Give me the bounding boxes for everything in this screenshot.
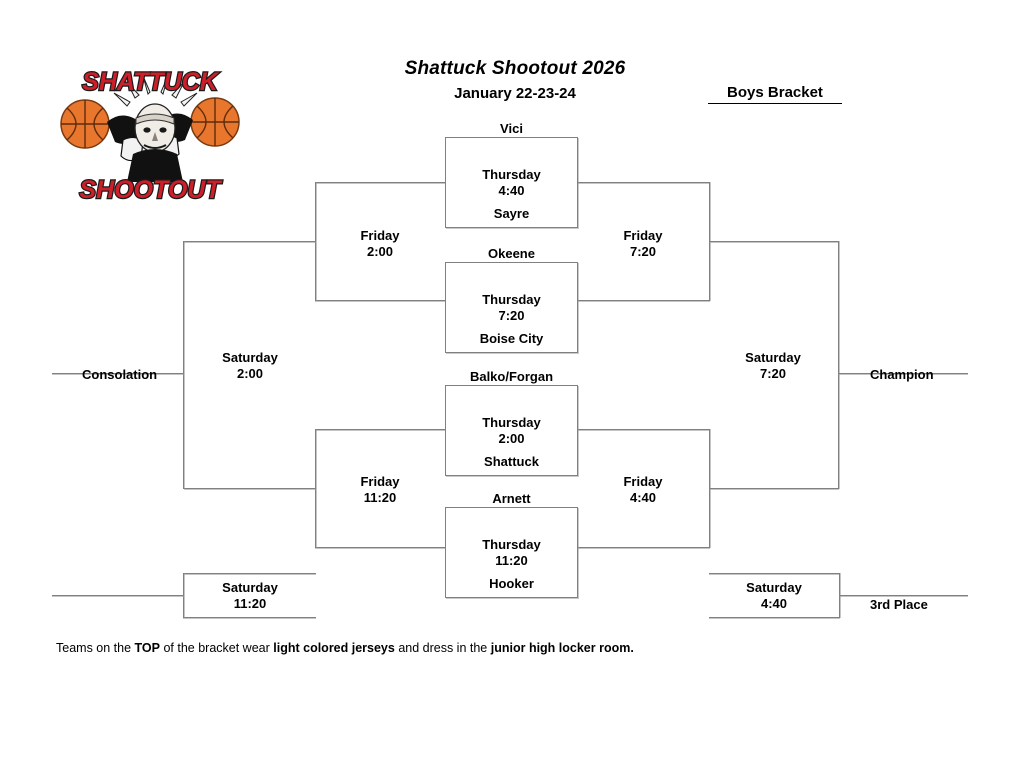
shattuck-shootout-logo: SHATTUCK SHOOTOUT bbox=[55, 62, 245, 207]
jersey-instructions: Teams on the TOP of the bracket wear lig… bbox=[56, 640, 634, 656]
logo-top-word: SHATTUCK bbox=[82, 68, 220, 96]
title-block: Shattuck Shootout 2026 January 22-23-24 bbox=[300, 58, 730, 103]
game-day: Friday bbox=[360, 228, 400, 243]
game-day: Friday bbox=[360, 474, 400, 489]
team-name-top: Vici bbox=[500, 121, 523, 136]
semifinal-label[interactable]: Friday 4:40 bbox=[598, 474, 688, 507]
bracket-line bbox=[578, 300, 710, 301]
game-schedule: Thursday 2:00 bbox=[446, 414, 577, 447]
game-time: 2:00 bbox=[498, 430, 525, 446]
page-title: Shattuck Shootout 2026 bbox=[404, 58, 626, 79]
bracket-line bbox=[184, 241, 316, 242]
championship-label[interactable]: Saturday 7:20 bbox=[728, 350, 818, 383]
bracket-line bbox=[52, 595, 184, 596]
bracket-line bbox=[183, 241, 184, 489]
team-name-bottom: Shattuck bbox=[484, 454, 539, 469]
game-day: Friday bbox=[623, 474, 663, 489]
bracket-division-label: Boys Bracket bbox=[708, 84, 842, 104]
third-place-label[interactable]: Saturday 4:40 bbox=[729, 580, 819, 613]
footer-bold-jerseys: light colored jerseys bbox=[273, 641, 395, 655]
game-day: Saturday bbox=[222, 350, 278, 365]
game-time: 4:40 bbox=[498, 182, 525, 198]
footer-text-part1: Teams on the bbox=[56, 641, 135, 655]
bracket-line bbox=[315, 547, 446, 548]
bracket-line bbox=[315, 429, 446, 430]
bracket-line bbox=[183, 617, 316, 618]
footer-text-part2: of the bracket wear bbox=[160, 641, 274, 655]
game-day: Thursday bbox=[482, 166, 541, 182]
game-time: 4:40 bbox=[629, 490, 657, 506]
game-day: Saturday bbox=[222, 580, 278, 595]
team-name-top: Okeene bbox=[488, 246, 535, 261]
semifinal-label[interactable]: Friday 11:20 bbox=[335, 474, 425, 507]
consolation-final-label[interactable]: Saturday 2:00 bbox=[205, 350, 295, 383]
game-day: Thursday bbox=[482, 414, 541, 430]
bracket-line bbox=[709, 241, 839, 242]
game-time: 7:20 bbox=[629, 244, 657, 260]
consolation-seventh-label[interactable]: Saturday 11:20 bbox=[205, 580, 295, 613]
footer-bold-top: TOP bbox=[134, 641, 160, 655]
bracket-line bbox=[315, 182, 446, 183]
third-place-outcome-label: 3rd Place bbox=[870, 597, 928, 612]
team-name-top: Balko/Forgan bbox=[469, 369, 554, 384]
game-box[interactable]: Okeene Thursday 7:20 Boise City bbox=[445, 246, 578, 353]
game-time: 2:00 bbox=[366, 244, 394, 260]
team-name-bottom: Hooker bbox=[489, 576, 534, 591]
game-schedule: Thursday 7:20 bbox=[446, 291, 577, 324]
game-box[interactable]: Vici Thursday 4:40 Sayre bbox=[445, 121, 578, 228]
game-time: 11:20 bbox=[495, 552, 528, 568]
game-box[interactable]: Arnett Thursday 11:20 Hooker bbox=[445, 491, 578, 598]
consolation-outcome-label: Consolation bbox=[82, 367, 158, 382]
team-name-bottom: Sayre bbox=[493, 206, 530, 221]
bracket-line bbox=[578, 182, 710, 183]
semifinal-label[interactable]: Friday 2:00 bbox=[335, 228, 425, 261]
bracket-line bbox=[839, 595, 968, 596]
semifinal-label[interactable]: Friday 7:20 bbox=[598, 228, 688, 261]
tournament-dates: January 22-23-24 bbox=[454, 84, 576, 102]
game-day: Thursday bbox=[482, 536, 541, 552]
logo-bottom-word: SHOOTOUT bbox=[79, 176, 223, 204]
game-time: 7:20 bbox=[759, 366, 787, 382]
game-time: 11:20 bbox=[363, 490, 397, 506]
game-time: 7:20 bbox=[498, 307, 525, 323]
bracket-line bbox=[709, 488, 839, 489]
game-day: Saturday bbox=[745, 350, 801, 365]
game-day: Friday bbox=[623, 228, 663, 243]
game-time: 11:20 bbox=[233, 596, 267, 612]
game-time: 4:40 bbox=[760, 596, 788, 612]
bracket-line bbox=[709, 573, 840, 574]
bracket-line bbox=[183, 573, 316, 574]
team-name-bottom: Boise City bbox=[479, 331, 544, 346]
team-name-top: Arnett bbox=[492, 491, 531, 506]
footer-text-part3: and dress in the bbox=[394, 641, 491, 655]
game-time: 2:00 bbox=[236, 366, 264, 382]
game-schedule: Thursday 11:20 bbox=[446, 536, 577, 569]
bracket-line bbox=[184, 488, 316, 489]
game-day: Saturday bbox=[746, 580, 802, 595]
bracket-line bbox=[315, 300, 446, 301]
game-schedule: Thursday 4:40 bbox=[446, 166, 577, 199]
game-day: Thursday bbox=[482, 291, 541, 307]
bracket-line bbox=[52, 373, 184, 374]
bracket-line bbox=[578, 429, 710, 430]
footer-bold-locker-room: junior high locker room. bbox=[490, 641, 634, 655]
bracket-line bbox=[838, 241, 839, 489]
game-box[interactable]: Balko/Forgan Thursday 2:00 Shattuck bbox=[445, 369, 578, 476]
bracket-line bbox=[709, 617, 840, 618]
bracket-line bbox=[838, 373, 968, 374]
champion-outcome-label: Champion bbox=[870, 367, 934, 382]
bracket-line bbox=[578, 547, 710, 548]
